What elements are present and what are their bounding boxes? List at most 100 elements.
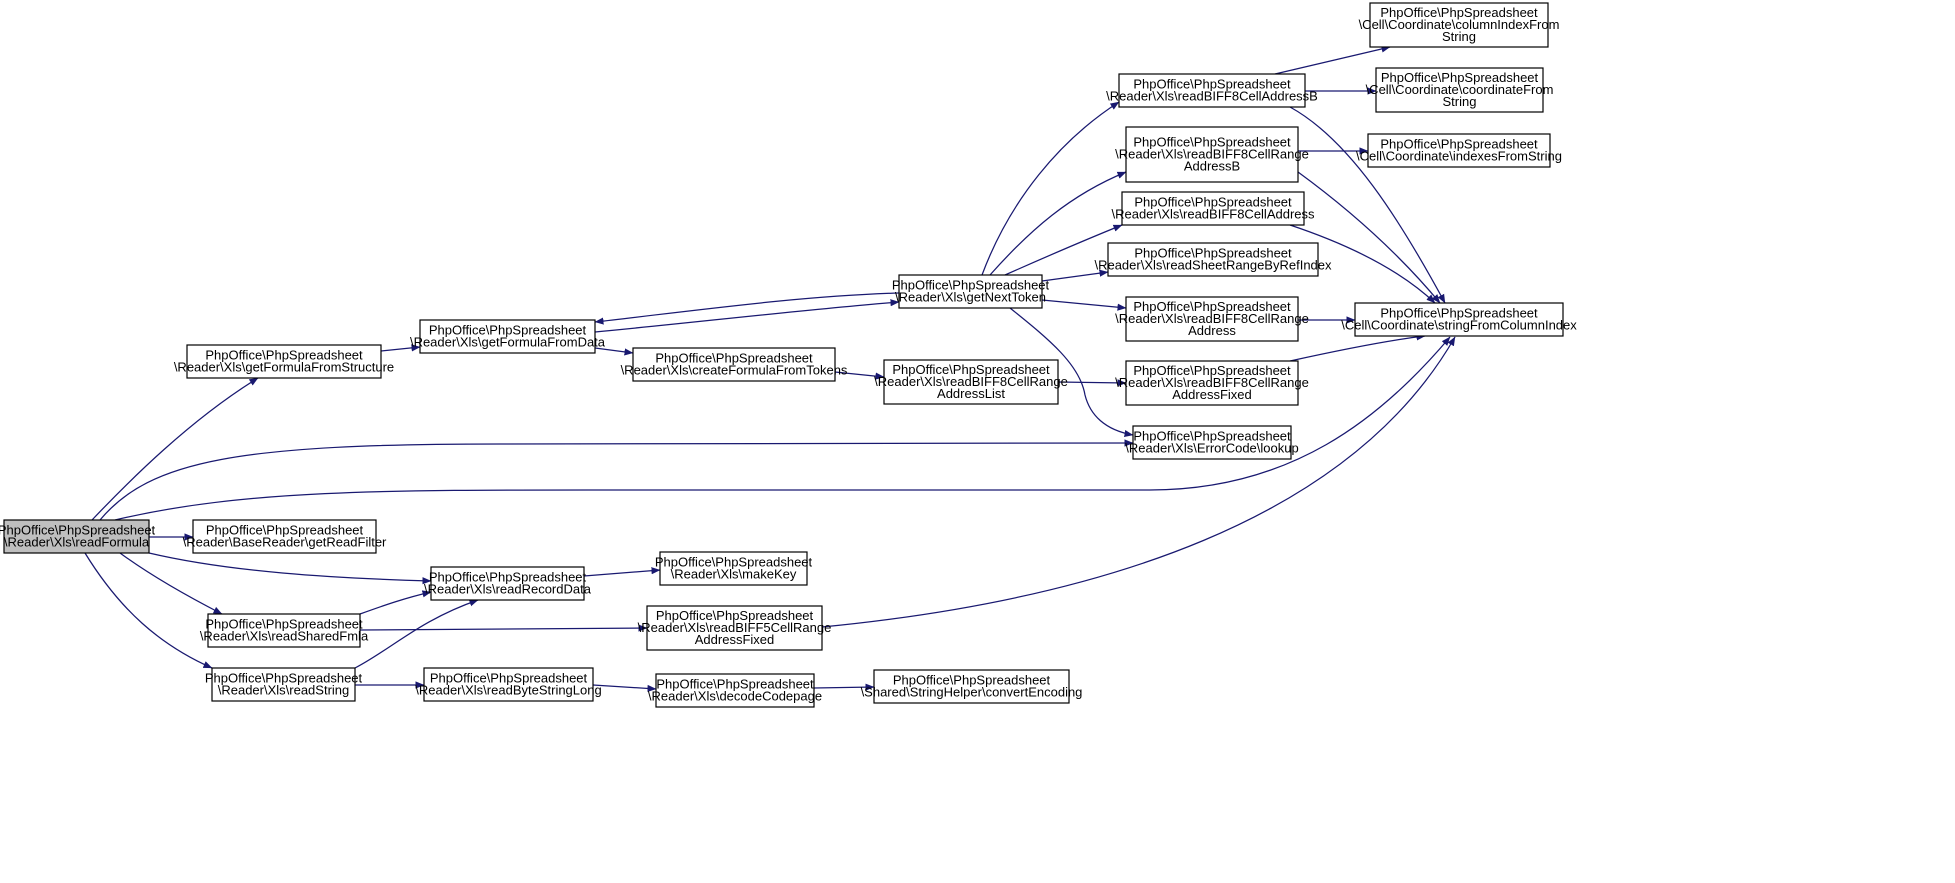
edge-readString-to-readRecordData bbox=[354, 599, 479, 669]
edge-readRecordData-to-makeKey bbox=[583, 567, 661, 577]
node-box bbox=[1369, 2, 1549, 48]
node-label-line: PhpOffice\PhpSpreadsheet bbox=[205, 617, 363, 632]
node-readBIFF8CellAddressB[interactable]: PhpOffice\PhpSpreadsheet\Reader\Xls\read… bbox=[1106, 73, 1318, 108]
node-label-line: String bbox=[1442, 29, 1476, 44]
node-coordinateFromString[interactable]: PhpOffice\PhpSpreadsheet\Cell\Coordinate… bbox=[1366, 67, 1554, 113]
edge-readFormula-to-stringFromColumnIndex bbox=[114, 336, 1451, 521]
node-box bbox=[1125, 126, 1299, 183]
node-errorCodeLookup[interactable]: PhpOffice\PhpSpreadsheet\Reader\Xls\Erro… bbox=[1125, 425, 1299, 460]
node-indexesFromString[interactable]: PhpOffice\PhpSpreadsheet\Cell\Coordinate… bbox=[1356, 133, 1562, 168]
node-getNextToken[interactable]: PhpOffice\PhpSpreadsheet\Reader\Xls\getN… bbox=[892, 274, 1050, 309]
edge-readFormula-to-readSharedFmla bbox=[119, 552, 223, 615]
node-readBIFF8CellRangeAddressList[interactable]: PhpOffice\PhpSpreadsheet\Reader\Xls\read… bbox=[874, 359, 1068, 405]
node-label-line: \Reader\Xls\readBIFF5CellRange bbox=[638, 620, 832, 635]
node-box bbox=[430, 566, 585, 601]
edge-getNextToken-to-readBIFF8CellAddressB bbox=[981, 101, 1120, 276]
node-label-line: \Cell\Coordinate\coordinateFrom bbox=[1366, 82, 1554, 97]
node-label-line: AddressFixed bbox=[695, 632, 774, 647]
node-getFormulaFromStructure[interactable]: PhpOffice\PhpSpreadsheet\Reader\Xls\getF… bbox=[174, 344, 394, 379]
node-box bbox=[1121, 191, 1305, 226]
node-stringFromColumnIndex[interactable]: PhpOffice\PhpSpreadsheet\Cell\Coordinate… bbox=[1341, 302, 1577, 337]
node-label-line: \Reader\Xls\readSharedFmla bbox=[200, 629, 369, 644]
node-box bbox=[1125, 360, 1299, 406]
node-label-line: PhpOffice\PhpSpreadsheet bbox=[892, 278, 1050, 293]
node-box bbox=[655, 673, 815, 708]
node-label-line: \Reader\Xls\readRecordData bbox=[424, 582, 592, 597]
node-readBIFF8CellAddress[interactable]: PhpOffice\PhpSpreadsheet\Reader\Xls\read… bbox=[1111, 191, 1315, 226]
node-label-line: \Reader\Xls\decodeCodepage bbox=[648, 689, 822, 704]
edge-readBIFF8CellRangeAddressList-to-readBIFF8CellRangeAddressFixed bbox=[1057, 379, 1127, 387]
edge-getNextToken-to-errorCodeLookup bbox=[1009, 307, 1134, 438]
node-readSheetRangeByRefIndex[interactable]: PhpOffice\PhpSpreadsheet\Reader\Xls\read… bbox=[1094, 242, 1332, 277]
node-label-line: \Reader\Xls\readByteStringLong bbox=[415, 683, 601, 698]
node-columnIndexFromString[interactable]: PhpOffice\PhpSpreadsheet\Cell\Coordinate… bbox=[1359, 2, 1560, 48]
node-readSharedFmla[interactable]: PhpOffice\PhpSpreadsheet\Reader\Xls\read… bbox=[200, 613, 369, 648]
node-label-line: PhpOffice\PhpSpreadsheet bbox=[1380, 5, 1538, 20]
node-box bbox=[1107, 242, 1319, 277]
node-label-line: PhpOffice\PhpSpreadsheet bbox=[205, 671, 363, 686]
edge-readBIFF5CellRangeAddressFixed-to-stringFromColumnIndex bbox=[821, 336, 1456, 628]
node-readBIFF8CellRangeAddressFixed[interactable]: PhpOffice\PhpSpreadsheet\Reader\Xls\read… bbox=[1115, 360, 1309, 406]
node-box bbox=[873, 669, 1070, 704]
node-label-line: PhpOffice\PhpSpreadsheet bbox=[430, 671, 588, 686]
nodes-layer: PhpOffice\PhpSpreadsheet\Reader\Xls\read… bbox=[0, 2, 1577, 708]
edge-getNextToken-to-readBIFF8CellAddress bbox=[1004, 224, 1123, 276]
node-label-line: PhpOffice\PhpSpreadsheet bbox=[1133, 299, 1291, 314]
node-label-line: \Reader\Xls\readBIFF8CellRange bbox=[1115, 147, 1309, 162]
node-label-line: \Reader\Xls\getFormulaFromStructure bbox=[174, 360, 394, 375]
node-createFormulaFromTokens[interactable]: PhpOffice\PhpSpreadsheet\Reader\Xls\crea… bbox=[621, 347, 848, 382]
node-readFormula[interactable]: PhpOffice\PhpSpreadsheet\Reader\Xls\read… bbox=[0, 519, 156, 554]
edge-getFormulaFromData-to-createFormulaFromTokens bbox=[594, 347, 634, 356]
node-readBIFF5CellRangeAddressFixed[interactable]: PhpOffice\PhpSpreadsheet\Reader\Xls\read… bbox=[638, 605, 832, 651]
edge-readFormula-to-errorCodeLookup bbox=[99, 439, 1134, 521]
node-label-line: \Reader\Xls\readBIFF8CellRange bbox=[1115, 375, 1309, 390]
node-label-line: \Cell\Coordinate\indexesFromString bbox=[1356, 149, 1562, 164]
node-label-line: PhpOffice\PhpSpreadsheet bbox=[655, 555, 813, 570]
node-box bbox=[632, 347, 836, 382]
node-box bbox=[1354, 302, 1564, 337]
node-readRecordData[interactable]: PhpOffice\PhpSpreadsheet\Reader\Xls\read… bbox=[424, 566, 592, 601]
node-getReadFilter[interactable]: PhpOffice\PhpSpreadsheet\Reader\BaseRead… bbox=[183, 519, 387, 554]
edge-readSharedFmla-to-readBIFF5CellRangeAddressFixed bbox=[359, 624, 648, 632]
node-label-line: String bbox=[1443, 94, 1477, 109]
node-box bbox=[3, 519, 150, 554]
edge-readBIFF8CellRangeAddressB-to-stringFromColumnIndex bbox=[1297, 171, 1441, 304]
node-label-line: \Reader\Xls\getFormulaFromData bbox=[410, 335, 606, 350]
node-label-line: PhpOffice\PhpSpreadsheet bbox=[1380, 306, 1538, 321]
node-label-line: PhpOffice\PhpSpreadsheet bbox=[206, 523, 364, 538]
node-box bbox=[659, 551, 808, 586]
node-label-line: \Cell\Coordinate\stringFromColumnIndex bbox=[1341, 318, 1577, 333]
edge-getFormulaFromData-to-getNextToken bbox=[594, 299, 900, 333]
edge-getNextToken-to-readBIFF8CellRangeAddress bbox=[1041, 299, 1127, 311]
node-label-line: \Reader\Xls\createFormulaFromTokens bbox=[621, 363, 848, 378]
node-label-line: PhpOffice\PhpSpreadsheet bbox=[655, 351, 813, 366]
node-label-line: PhpOffice\PhpSpreadsheet bbox=[1133, 135, 1291, 150]
node-readBIFF8CellRangeAddress[interactable]: PhpOffice\PhpSpreadsheet\Reader\Xls\read… bbox=[1115, 296, 1309, 342]
node-label-line: PhpOffice\PhpSpreadsheet bbox=[0, 523, 156, 538]
node-label-line: PhpOffice\PhpSpreadsheet bbox=[429, 323, 587, 338]
edge-getNextToken-to-readSheetRangeByRefIndex bbox=[1041, 269, 1109, 282]
node-readBIFF8CellRangeAddressB[interactable]: PhpOffice\PhpSpreadsheet\Reader\Xls\read… bbox=[1115, 126, 1309, 183]
node-convertEncoding[interactable]: PhpOffice\PhpSpreadsheet\Shared\StringHe… bbox=[861, 669, 1083, 704]
node-label-line: \Reader\Xls\readFormula bbox=[4, 535, 150, 550]
node-label-line: PhpOffice\PhpSpreadsheet bbox=[1134, 246, 1292, 261]
node-label-line: PhpOffice\PhpSpreadsheet bbox=[892, 362, 1050, 377]
edge-createFormulaFromTokens-to-readBIFF8CellRangeAddressList bbox=[834, 371, 885, 380]
node-label-line: \Reader\Xls\readString bbox=[218, 683, 350, 698]
node-decodeCodepage[interactable]: PhpOffice\PhpSpreadsheet\Reader\Xls\deco… bbox=[648, 673, 822, 708]
edge-readFormula-to-readRecordData bbox=[148, 552, 432, 585]
node-label-line: PhpOffice\PhpSpreadsheet bbox=[429, 570, 587, 585]
node-label-line: \Reader\Xls\readBIFF8CellAddress bbox=[1111, 207, 1315, 222]
edge-decodeCodepage-to-convertEncoding bbox=[813, 683, 875, 691]
node-readString[interactable]: PhpOffice\PhpSpreadsheet\Reader\Xls\read… bbox=[205, 667, 363, 702]
node-label-line: \Reader\Xls\readBIFF8CellRange bbox=[874, 374, 1068, 389]
node-getFormulaFromData[interactable]: PhpOffice\PhpSpreadsheet\Reader\Xls\getF… bbox=[410, 319, 606, 354]
node-label-line: AddressB bbox=[1184, 159, 1240, 174]
edge-readBIFF8CellAddress-to-stringFromColumnIndex bbox=[1289, 224, 1436, 304]
edge-readBIFF8CellAddressB-to-stringFromColumnIndex bbox=[1289, 106, 1446, 304]
node-readByteStringLong[interactable]: PhpOffice\PhpSpreadsheet\Reader\Xls\read… bbox=[415, 667, 602, 702]
node-box bbox=[1375, 67, 1544, 113]
node-makeKey[interactable]: PhpOffice\PhpSpreadsheet\Reader\Xls\make… bbox=[655, 551, 813, 586]
edge-getNextToken-to-getFormulaFromData bbox=[594, 292, 900, 325]
